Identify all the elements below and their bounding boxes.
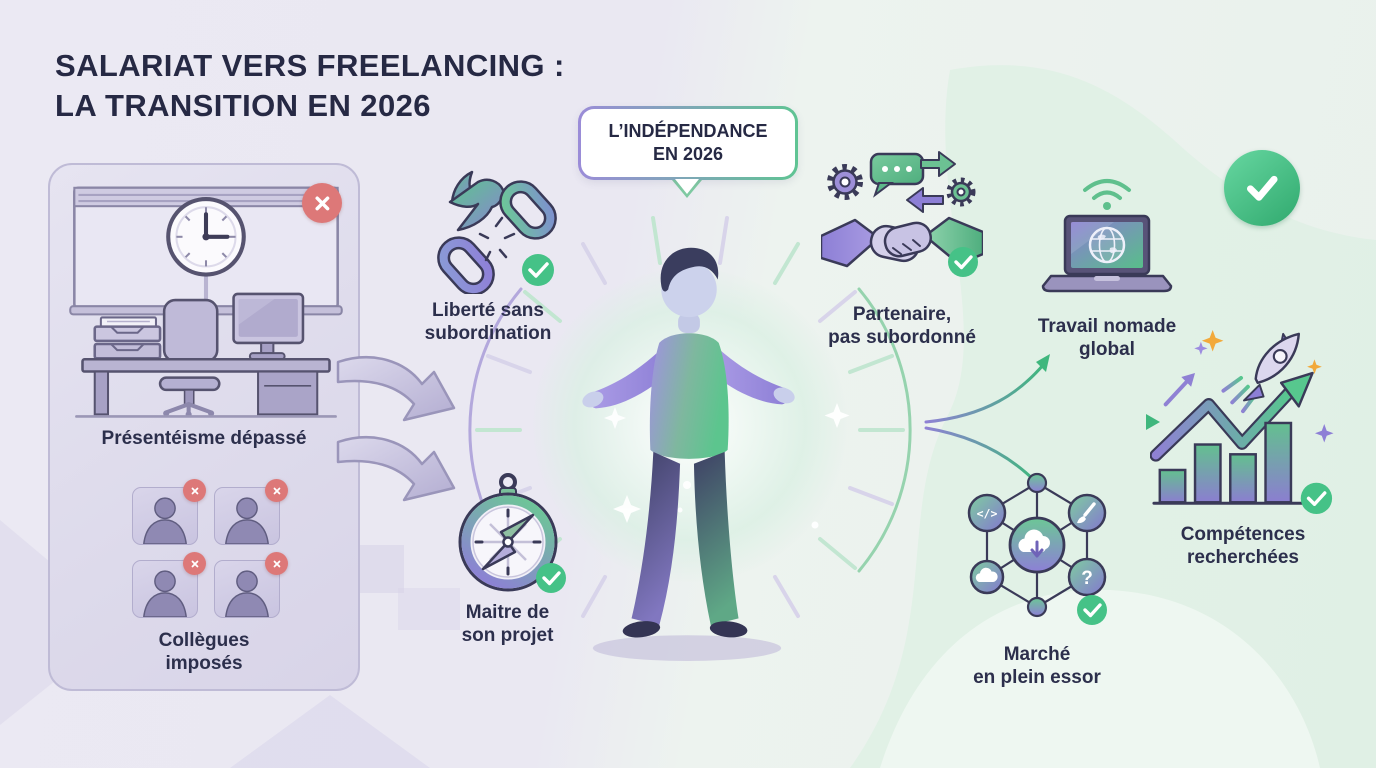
monitor-icon [232,292,305,361]
salariat-panel: Présentéisme dépassé Collègues imposés [48,163,360,691]
network-node [1026,472,1048,494]
arrow-right-icon [920,151,956,177]
chair-icon [162,298,219,363]
success-check-icon [1224,150,1300,226]
rejected-x-icon [265,552,288,575]
avatar [214,552,288,618]
dove-broken-chain-icon [437,170,557,294]
network-icon: </> ? [967,472,1107,625]
presenteisme-caption: Présentéisme dépassé [101,428,307,449]
title-line-2: LA TRANSITION EN 2026 [55,88,431,123]
bubble-line-1: L’INDÉPENDANCE [608,121,768,141]
person-right-arm [708,348,789,405]
sparkle-icon [1194,329,1334,443]
gear-icon [827,164,863,200]
colleagues-grid [132,479,288,618]
person-right-leg [693,451,739,626]
arrow-left-icon [906,187,944,213]
wifi-icon [1083,179,1131,200]
avatar [132,479,206,545]
compass-icon [458,473,566,593]
person-hair [660,247,719,292]
curved-arrow-icon [336,436,456,502]
svg-text:?: ? [1081,568,1093,589]
curved-arrow-icon [336,356,456,422]
clock-icon [166,196,246,277]
flow-arrow-icon [924,426,1038,484]
person-left-leg [631,451,681,626]
transition-arrows [336,356,456,502]
gear-icon [946,177,976,207]
question-node: ? [1067,557,1107,597]
benefit-marche: </> ? [948,466,1126,689]
paper-tray-icon [93,316,162,360]
avatar [214,479,288,545]
laptop-globe-icon [1041,179,1173,293]
cloud-node [969,559,1005,595]
globe-icon [1088,226,1126,264]
speech-bubble: L’INDÉPENDANCE EN 2026 [578,106,798,180]
rejected-x-icon [183,479,206,502]
rocket-icon [1221,332,1301,414]
arrow-up-icon [1163,373,1196,407]
bubble-line-2: EN 2026 [652,144,724,164]
trend-arrow-icon [1150,371,1314,462]
rejected-x-icon [265,479,288,502]
benefit-partenaire: Partenaire,pas subordonné [812,140,992,349]
network-node [1026,596,1048,618]
rejected-x-icon [183,552,206,575]
collegues-caption: Collègues imposés [158,630,250,674]
brush-node [1067,493,1107,533]
code-node [967,493,1007,533]
rejected-x-icon [302,183,342,223]
chat-bubble-icon [869,152,925,198]
person-left-arm [589,350,670,409]
title-line-1: SALARIAT VERS FREELANCING : [55,48,565,83]
person-torso [649,333,729,459]
cloud-hub-node [1008,516,1066,574]
wifi-dot [1103,202,1111,210]
svg-text:</>: </> [977,507,998,521]
growth-chart-icon [1150,329,1334,515]
handshake-left-sleeve [821,218,881,268]
partenaire-caption: Partenaire,pas subordonné [828,304,976,348]
flow-arrow-icon [924,362,1046,424]
person-illustration [582,247,795,661]
page-title: SALARIAT VERS FREELANCING : LA TRANSITIO… [55,46,565,126]
break-spark-icon [478,216,516,262]
desk-icon [81,358,331,373]
office-scene-illustration [69,186,343,418]
avatar [132,552,206,618]
handshake-icon [821,151,983,277]
